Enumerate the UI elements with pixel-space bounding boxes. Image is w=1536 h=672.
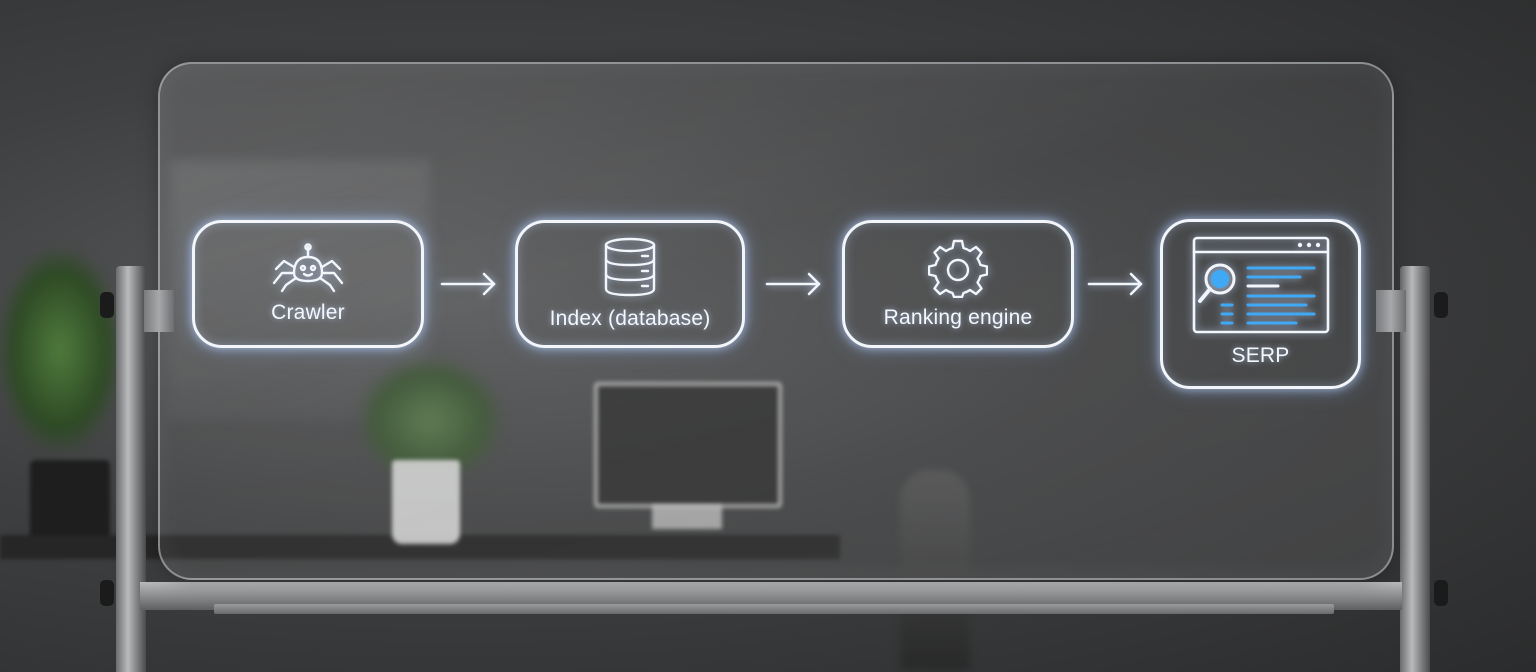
search-results-page-icon	[1192, 236, 1329, 334]
node-index: Index (database)	[515, 220, 745, 348]
node-ranking-engine-label: Ranking engine	[883, 306, 1033, 329]
arrow-ranking-to-serp	[1087, 272, 1143, 296]
background-pot-middle	[392, 460, 460, 544]
background-plant-middle	[360, 360, 500, 470]
spider-icon	[272, 243, 344, 293]
background-monitor	[594, 382, 782, 508]
arrow-crawler-to-index	[440, 272, 496, 296]
node-serp-label: SERP	[1231, 344, 1290, 367]
glass-board	[158, 62, 1394, 580]
gear-icon	[928, 239, 988, 298]
background-monitor-stand	[652, 505, 722, 529]
background-plant-left	[0, 250, 120, 450]
board-clamp-right	[1376, 290, 1406, 332]
stand-knob-lower-left	[100, 580, 114, 606]
arrow-index-to-ranking	[765, 272, 821, 296]
stand-knob-left	[100, 292, 114, 318]
background-chair	[900, 470, 970, 670]
node-crawler-label: Crawler	[271, 301, 345, 324]
node-crawler: Crawler	[192, 220, 424, 348]
node-serp: SERP	[1160, 219, 1361, 389]
node-index-label: Index (database)	[549, 307, 711, 330]
node-ranking-engine: Ranking engine	[842, 220, 1074, 348]
stand-knob-lower-right	[1434, 580, 1448, 606]
stand-post-left	[116, 266, 146, 672]
stand-knob-right	[1434, 292, 1448, 318]
stand-post-right	[1400, 266, 1430, 672]
board-clamp-left	[144, 290, 174, 332]
marker-tray	[214, 604, 1334, 614]
database-icon	[604, 237, 656, 297]
